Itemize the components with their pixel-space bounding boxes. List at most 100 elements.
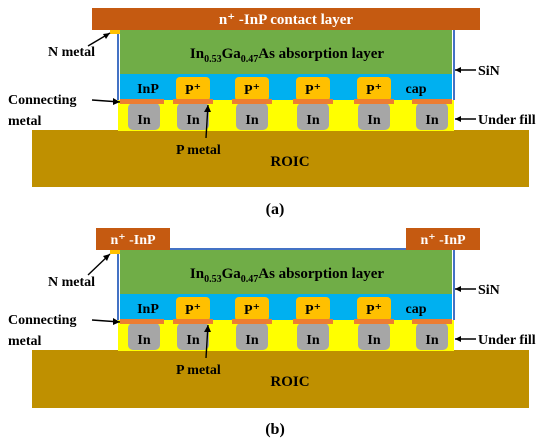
roic-block-b bbox=[32, 350, 529, 408]
absorption-layer-a bbox=[120, 30, 452, 74]
arrowhead bbox=[204, 325, 211, 332]
sin-callout-b: SiN bbox=[478, 283, 500, 298]
diagram-a: ROIC In In In In In In n⁺ -InP contac bbox=[8, 8, 536, 218]
absorption-label-b: In0.53Ga0.47As absorption layer bbox=[190, 266, 385, 285]
indium-bump bbox=[177, 103, 209, 130]
connecting-metal-right-a bbox=[412, 99, 452, 104]
p-plus-label: P⁺ bbox=[244, 83, 260, 98]
absorption-sub2: 0.47 bbox=[241, 274, 259, 285]
p-metal-pad bbox=[232, 99, 272, 104]
n-metal-a bbox=[110, 30, 120, 34]
indium-label: In bbox=[367, 333, 380, 348]
p-plus-label: P⁺ bbox=[305, 83, 321, 98]
roic-block-a bbox=[32, 130, 529, 187]
arrowhead bbox=[103, 33, 110, 39]
arrowhead bbox=[113, 318, 120, 325]
indium-bump bbox=[358, 323, 390, 350]
underfill-layer-a bbox=[118, 100, 454, 131]
indium-label: In bbox=[306, 333, 319, 348]
indium-labels-a: In In In In In In bbox=[137, 113, 438, 128]
contact-pad-left-b bbox=[96, 228, 170, 250]
n-metal-callout-a: N metal bbox=[48, 45, 95, 60]
absorption-layer-b bbox=[120, 250, 452, 294]
cap-label-b: cap bbox=[406, 302, 427, 317]
arrowhead bbox=[113, 98, 120, 105]
absorption-ga: Ga bbox=[222, 266, 242, 282]
p-metal-pad bbox=[173, 99, 213, 104]
sin-callout-a: SiN bbox=[478, 64, 500, 79]
p-metal-pad bbox=[293, 99, 333, 104]
p-plus-region bbox=[176, 77, 210, 101]
p-metal-pad bbox=[354, 99, 394, 104]
inp-cap-layer-b bbox=[120, 294, 452, 320]
p-plus-region bbox=[176, 297, 210, 321]
p-metal-pad bbox=[293, 319, 333, 324]
arrowhead bbox=[455, 116, 461, 122]
p-plus-region bbox=[296, 297, 330, 321]
connecting-callout-b-line1: Connecting bbox=[8, 313, 76, 328]
contact-pad-right-b bbox=[406, 228, 480, 250]
connecting-callout-a-line2: metal bbox=[8, 114, 42, 129]
connecting-callout-b-line2: metal bbox=[8, 334, 42, 349]
roic-label-b: ROIC bbox=[270, 374, 309, 390]
indium-label: In bbox=[245, 333, 258, 348]
indium-bump bbox=[358, 103, 390, 130]
cap-label-a: cap bbox=[406, 82, 427, 97]
indium-bumps-a bbox=[128, 103, 448, 130]
indium-label: In bbox=[367, 113, 380, 128]
p-plus-region bbox=[357, 297, 391, 321]
roic-label-a: ROIC bbox=[270, 154, 309, 170]
indium-bump bbox=[416, 323, 448, 350]
contact-pad-right-label-b: n⁺ -InP bbox=[420, 233, 466, 248]
indium-label: In bbox=[186, 113, 199, 128]
p-plus-region bbox=[235, 297, 269, 321]
underfill-callout-a: Under fill bbox=[478, 113, 536, 128]
arrowhead bbox=[204, 105, 211, 112]
absorption-sub1: 0.53 bbox=[204, 54, 222, 65]
arrowhead bbox=[455, 336, 461, 342]
inp-label-a: InP bbox=[137, 82, 159, 97]
p-regions-b bbox=[173, 297, 394, 324]
sin-passivation-b bbox=[117, 248, 455, 320]
p-plus-region bbox=[235, 77, 269, 101]
arrowhead bbox=[455, 67, 461, 73]
absorption-in: In bbox=[190, 46, 205, 62]
p-plus-label: P⁺ bbox=[244, 303, 260, 318]
underfill-callout-b: Under fill bbox=[478, 333, 536, 348]
indium-label: In bbox=[186, 333, 199, 348]
n-metal-callout-b: N metal bbox=[48, 275, 95, 290]
contact-pad-left-label-b: n⁺ -InP bbox=[110, 233, 156, 248]
p-plus-label: P⁺ bbox=[185, 303, 201, 318]
indium-bump bbox=[236, 103, 268, 130]
contact-layer-a bbox=[92, 8, 480, 30]
indium-label: In bbox=[306, 113, 319, 128]
absorption-label-a: In0.53Ga0.47As absorption layer bbox=[190, 46, 385, 65]
indium-bump bbox=[128, 323, 160, 350]
absorption-tail: As absorption layer bbox=[258, 266, 384, 282]
underfill-layer-b bbox=[118, 320, 454, 351]
connecting-metal-left-a bbox=[120, 99, 164, 104]
p-metal-callout-b: P metal bbox=[176, 363, 221, 378]
indium-bumps-b bbox=[128, 323, 448, 350]
indium-bump bbox=[236, 323, 268, 350]
indium-bump bbox=[177, 323, 209, 350]
indium-label: In bbox=[425, 113, 438, 128]
caption-a: (a) bbox=[266, 201, 285, 218]
p-plus-region bbox=[357, 77, 391, 101]
indium-bump bbox=[297, 323, 329, 350]
p-metal-pad bbox=[173, 319, 213, 324]
arrowhead bbox=[455, 286, 461, 292]
indium-label: In bbox=[425, 333, 438, 348]
p-plus-region bbox=[296, 77, 330, 101]
arrowhead bbox=[103, 254, 110, 261]
indium-labels-b: In In In In In In bbox=[137, 333, 438, 348]
p-labels-b: P⁺ P⁺ P⁺ P⁺ bbox=[185, 303, 382, 318]
p-plus-label: P⁺ bbox=[305, 303, 321, 318]
contact-layer-label-a: n⁺ -InP contact layer bbox=[219, 12, 353, 28]
p-labels-a: P⁺ P⁺ P⁺ P⁺ bbox=[185, 83, 382, 98]
indium-label: In bbox=[245, 113, 258, 128]
p-metal-pad bbox=[232, 319, 272, 324]
indium-bump bbox=[297, 103, 329, 130]
p-regions-a bbox=[173, 77, 394, 104]
